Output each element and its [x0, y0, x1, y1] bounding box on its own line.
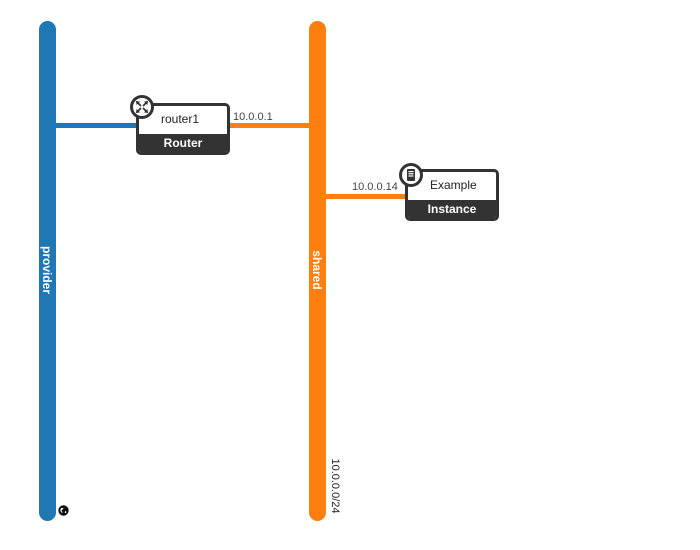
link-router-shared[interactable] [228, 123, 310, 128]
router-ip-label: 10.0.0.1 [233, 111, 273, 123]
instance-device[interactable]: Example Instance [405, 169, 499, 221]
link-instance-shared[interactable] [326, 194, 408, 199]
network-bar-shared[interactable] [309, 21, 326, 521]
router-type: Router [139, 134, 227, 152]
router-name: router1 [161, 112, 200, 126]
network-bar-provider[interactable] [39, 21, 56, 521]
instance-ip-label: 10.0.0.14 [352, 181, 398, 193]
network-label-shared: shared [310, 250, 324, 290]
router-device[interactable]: router1 Router [136, 103, 230, 155]
instance-type: Instance [408, 200, 496, 218]
server-icon [399, 163, 423, 187]
globe-icon [58, 505, 69, 516]
network-label-provider: provider [40, 245, 54, 294]
router-icon [130, 95, 154, 119]
instance-name: Example [430, 178, 477, 192]
link-router-provider[interactable] [56, 123, 138, 128]
network-cidr-shared: 10.0.0.0/24 [329, 458, 341, 514]
